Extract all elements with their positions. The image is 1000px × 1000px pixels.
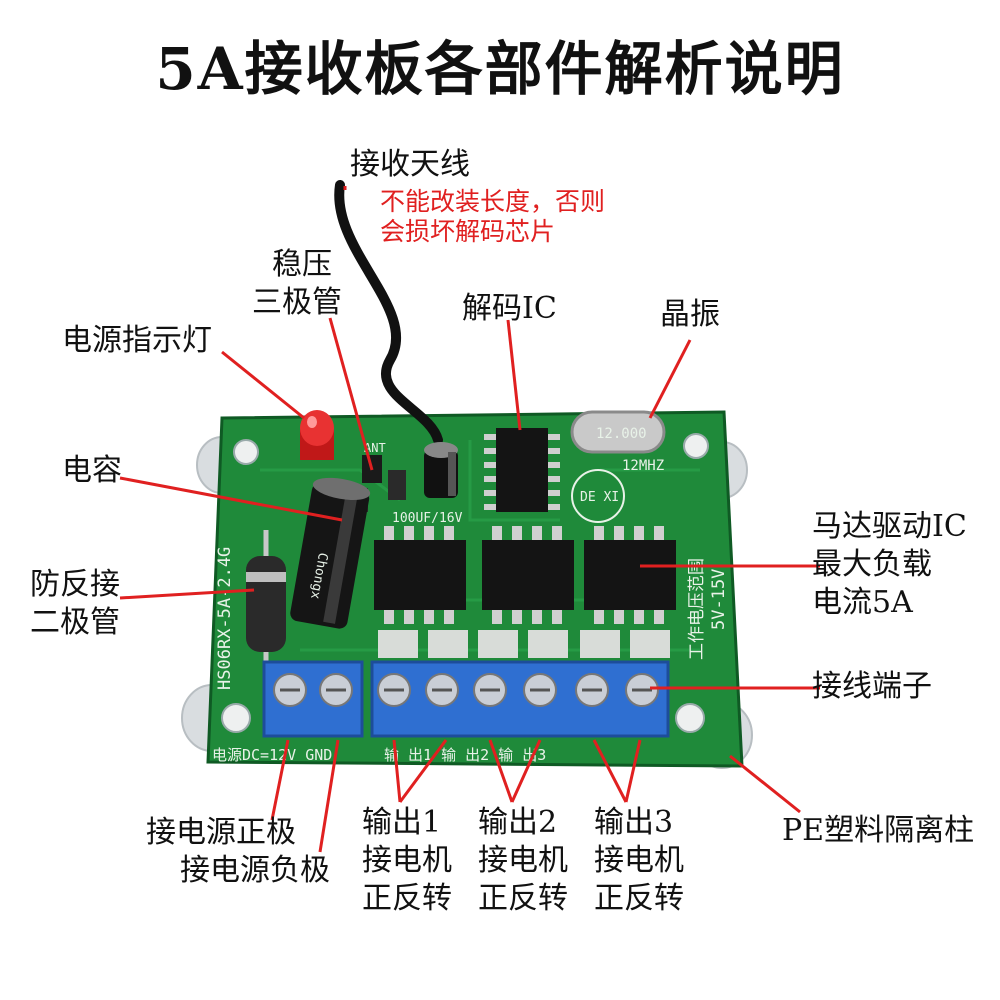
label-crystal: 晶振: [660, 297, 720, 332]
label-antenna: 接收天线: [350, 147, 470, 182]
label-terminal: 接线端子: [812, 669, 932, 704]
label-antenna-warning-1: 不能改装长度，否则: [380, 187, 606, 216]
decoder-silk: DE XI: [580, 490, 619, 505]
label-standoff: PE塑料隔离柱: [782, 813, 975, 848]
label-output3-line3: 正反转: [594, 881, 684, 916]
label-output2-line2: 接电机: [478, 843, 568, 878]
crystal-marking: 12.000: [596, 426, 647, 442]
small-capacitor: [424, 442, 458, 498]
voltage-range-silk: 5V-15V: [709, 569, 729, 630]
label-output3-line2: 接电机: [594, 843, 684, 878]
label-capacitor: 电容: [62, 453, 122, 488]
label-regulator-2: 三极管: [252, 285, 342, 320]
ant-silk: ANT: [364, 441, 386, 455]
label-motor-ic-3: 电流5A: [812, 585, 913, 620]
label-positive-power: 接电源正极: [146, 815, 296, 850]
label-output1-line3: 正反转: [362, 881, 452, 916]
model-silk: HS06RX-5A-2.4G: [215, 547, 235, 690]
cap-value-silk: 100UF/16V: [392, 511, 463, 526]
label-motor-ic-2: 最大负载: [812, 547, 932, 582]
out-terms-silk: 输 出1 输 出2 输 出3: [384, 746, 546, 764]
antenna-wire: [334, 180, 443, 445]
terminal-blocks: [262, 660, 670, 738]
label-motor-ic-1: 马达驱动IC: [812, 509, 967, 544]
power-terms-silk: 电源DC=12V GND: [212, 746, 332, 764]
label-diode-1: 防反接: [30, 567, 120, 602]
label-antenna-warning-2: 会损坏解码芯片: [380, 217, 556, 246]
label-power-led: 电源指示灯: [62, 323, 212, 358]
label-output1-line1: 输出1: [362, 805, 442, 840]
power-led: [300, 410, 334, 460]
label-diode-2: 二极管: [30, 605, 120, 640]
label-output2-line3: 正反转: [478, 881, 568, 916]
motor-driver-ics: [374, 526, 676, 624]
label-output2-line1: 输出2: [478, 805, 558, 840]
label-output3-line1: 输出3: [594, 805, 674, 840]
label-regulator-1: 稳压: [272, 247, 332, 282]
crystal-oscillator: 12.000: [570, 410, 666, 454]
crystal-freq-silk: 12MHZ: [622, 458, 664, 474]
large-capacitor: Chongx: [290, 477, 371, 629]
leader-lines: [119, 186, 820, 853]
label-negative-power: 接电源负极: [180, 853, 330, 888]
label-decoder-ic: 解码IC: [462, 291, 557, 326]
label-output1-line2: 接电机: [362, 843, 452, 878]
voltage-label-silk: 工作电压范围: [687, 558, 707, 660]
page-title: 5A接收板各部件解析说明: [155, 35, 845, 103]
decoder-ic: [484, 428, 560, 512]
